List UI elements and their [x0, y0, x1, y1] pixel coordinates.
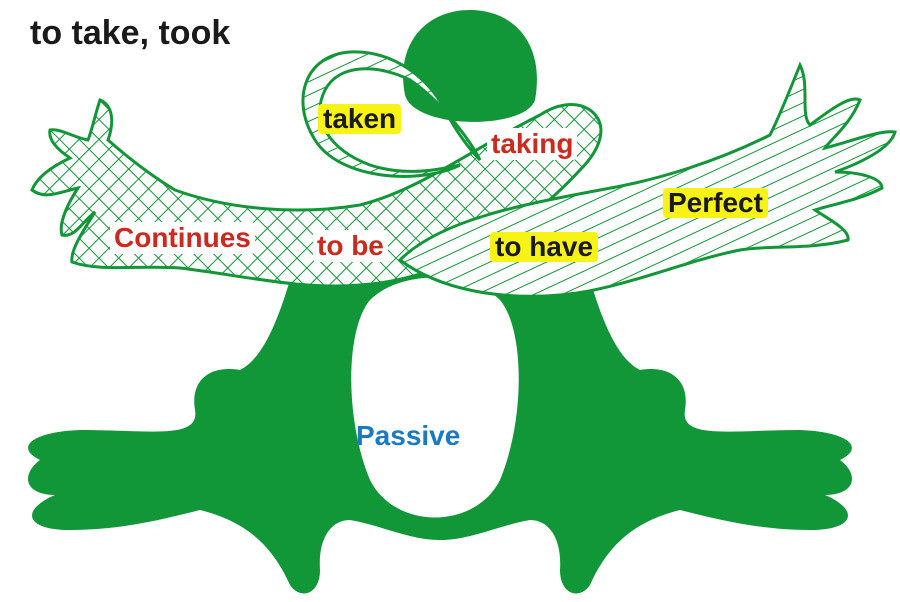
label-to-be: to be: [313, 230, 388, 262]
arm-loop: [301, 50, 482, 178]
frog-head: [403, 10, 537, 122]
label-taking: taking: [487, 128, 578, 160]
page-title: to take, took: [30, 14, 231, 52]
label-taken: taken: [318, 104, 402, 134]
label-continues: Continues: [110, 222, 255, 254]
label-to-have: to have: [490, 232, 599, 262]
frog-body: [28, 265, 852, 594]
label-passive: Passive: [356, 420, 461, 451]
label-perfect: Perfect: [663, 188, 768, 218]
